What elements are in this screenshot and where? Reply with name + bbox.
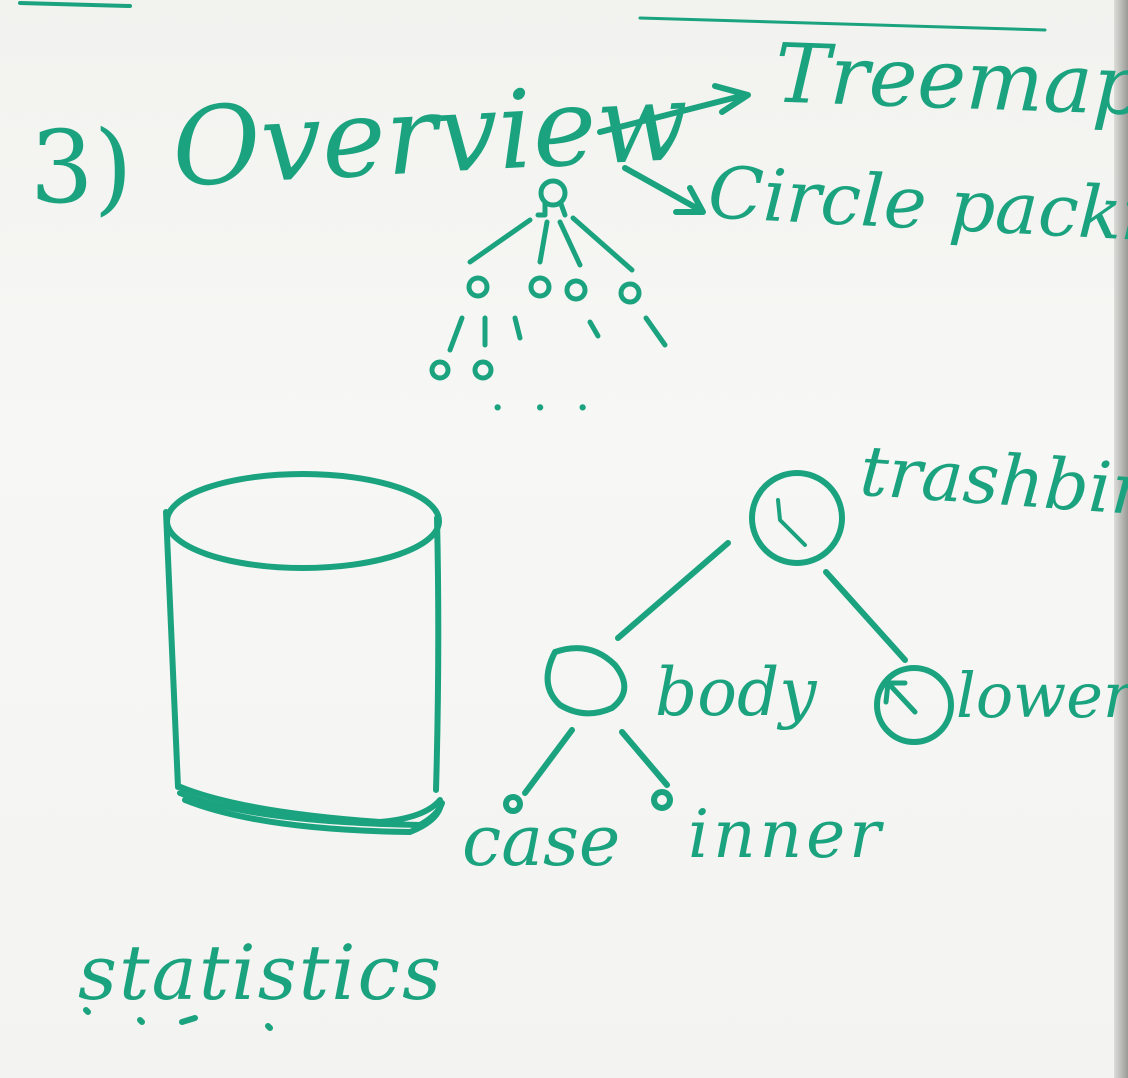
node-trashbin-circle (749, 470, 845, 566)
trash-bin-right-side (433, 515, 442, 793)
edge-body-case (522, 727, 575, 796)
heading-title: Overview (169, 59, 692, 212)
sample-edge (643, 315, 668, 348)
sample-edge (537, 219, 550, 265)
edge-body-inner (619, 729, 670, 788)
sample-tree-node (466, 275, 490, 299)
sample-tree-leaf (472, 359, 494, 381)
sample-tree-leaf (429, 359, 451, 381)
edge-trashbin-lower (823, 569, 908, 663)
node-lower-circle (874, 665, 954, 745)
example-tree (503, 470, 954, 814)
top-edge-mark (18, 1, 132, 8)
trash-bin-top (164, 471, 442, 571)
arrow-to-circle-packing (622, 165, 706, 215)
node-inner (651, 789, 673, 811)
sample-edge (447, 315, 465, 353)
sample-tree-node (618, 281, 642, 305)
label-treemap: Treemap (773, 26, 1128, 135)
label-case: case (462, 800, 621, 882)
sample-edge (467, 217, 533, 265)
trash-bin-left-side (163, 509, 181, 790)
trash-bin-drawing (163, 471, 445, 835)
sample-edge (587, 319, 601, 339)
sample-tree-node (528, 275, 552, 299)
sample-edge (557, 219, 583, 268)
label-trashbin: trashbin (857, 429, 1128, 533)
label-body: body (655, 654, 817, 731)
statistics-dots (83, 1007, 273, 1031)
sample-tree-ellipsis: . . . (490, 366, 597, 422)
sample-tree-root (538, 178, 568, 208)
node-trashbin-mark (776, 498, 807, 547)
label-inner: inner (688, 796, 885, 873)
sample-tree-node (564, 278, 588, 302)
trash-bin-bottom-stroke (182, 797, 443, 835)
label-lower: lower (956, 659, 1128, 732)
heading-number: 3) (30, 109, 133, 226)
sample-tree (429, 178, 668, 381)
whiteboard-frame-edge (1114, 0, 1128, 1078)
node-lower-mark (883, 680, 918, 715)
node-body-circle (544, 645, 628, 717)
arrow-to-treemap (597, 83, 751, 135)
label-statistics: statistics (78, 928, 444, 1017)
sample-edge (512, 315, 523, 341)
sample-edge (570, 215, 635, 273)
top-right-line (638, 16, 1047, 32)
edge-trashbin-body (615, 540, 731, 641)
trash-bin-bottom (175, 783, 443, 825)
node-case (503, 794, 523, 814)
